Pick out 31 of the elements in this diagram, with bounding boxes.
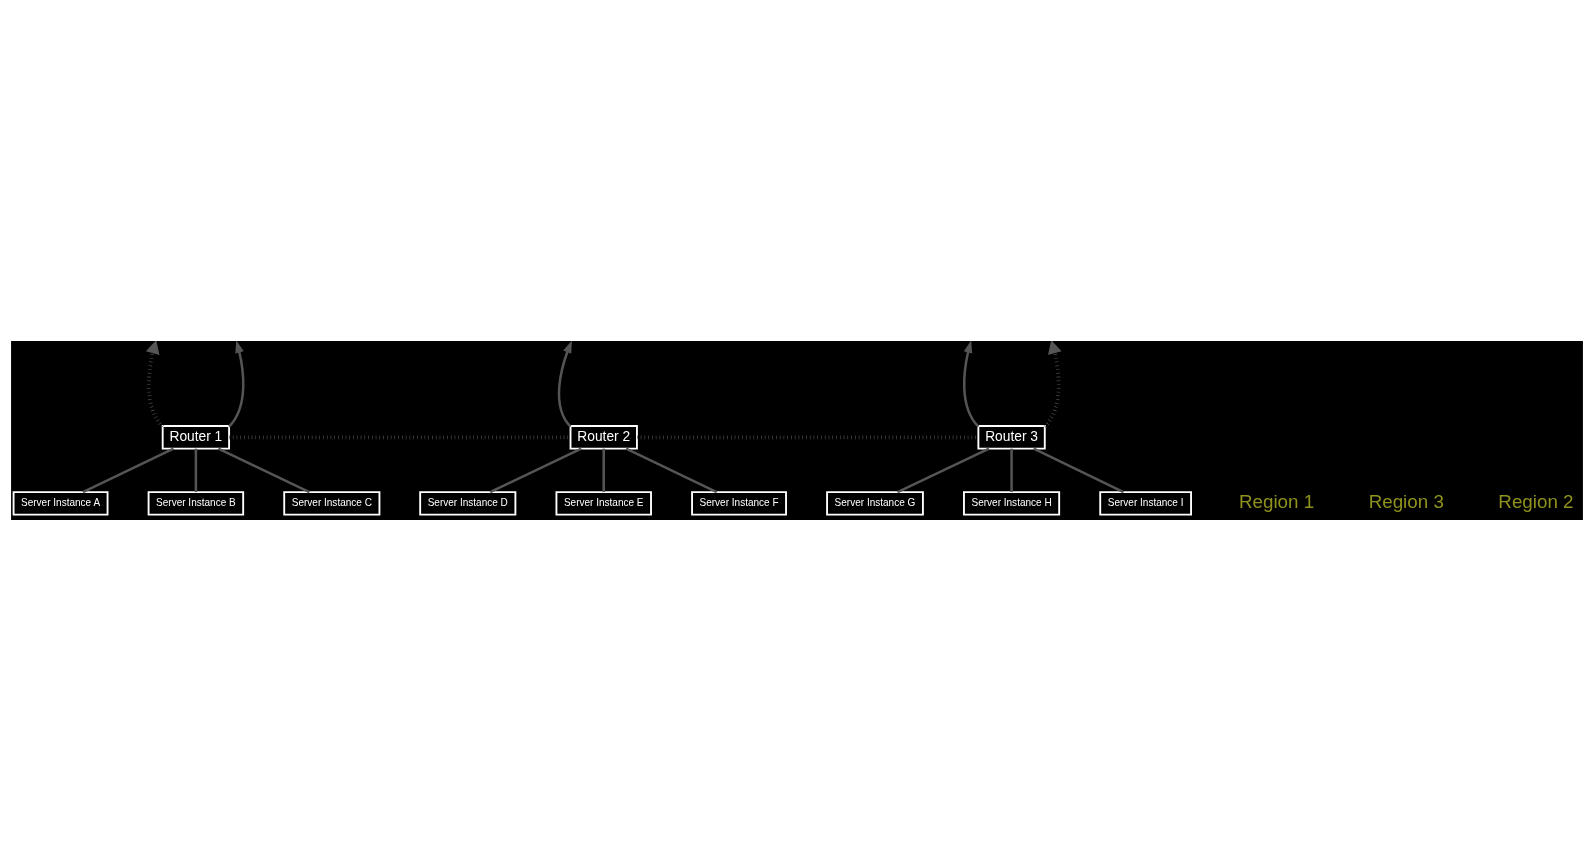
connector [897, 447, 990, 494]
connector [1010, 448, 1013, 493]
node-box: Server Instance D [419, 491, 517, 516]
connector [602, 448, 605, 493]
arrow [557, 341, 572, 428]
node-box: Server Instance C [283, 491, 381, 516]
arrow [145, 341, 165, 428]
node-box: Server Instance E [555, 491, 652, 516]
connector [229, 435, 571, 440]
connector [637, 435, 979, 440]
node-box: Router 1 [161, 425, 231, 450]
connector [82, 447, 175, 494]
arrow [228, 341, 245, 428]
connector [194, 448, 198, 493]
connector [625, 447, 718, 494]
connector [217, 447, 310, 494]
node-box: Server Instance F [691, 491, 787, 516]
node-box: Server Instance H [963, 491, 1061, 516]
label: Region 3 [1368, 491, 1444, 513]
node-box: Router 3 [977, 425, 1046, 450]
label: Region 1 [1238, 491, 1315, 513]
label: Region 2 [1498, 491, 1574, 513]
arrow [1043, 341, 1062, 428]
node-box: Router 2 [569, 425, 638, 450]
node-box: Server Instance G [826, 491, 924, 516]
node-box: Server Instance I [1099, 491, 1192, 516]
connector [489, 447, 582, 494]
node-box: Server Instance A [12, 491, 109, 516]
arrow [963, 341, 980, 428]
connector [1033, 447, 1125, 494]
node-box: Server Instance B [147, 491, 245, 516]
